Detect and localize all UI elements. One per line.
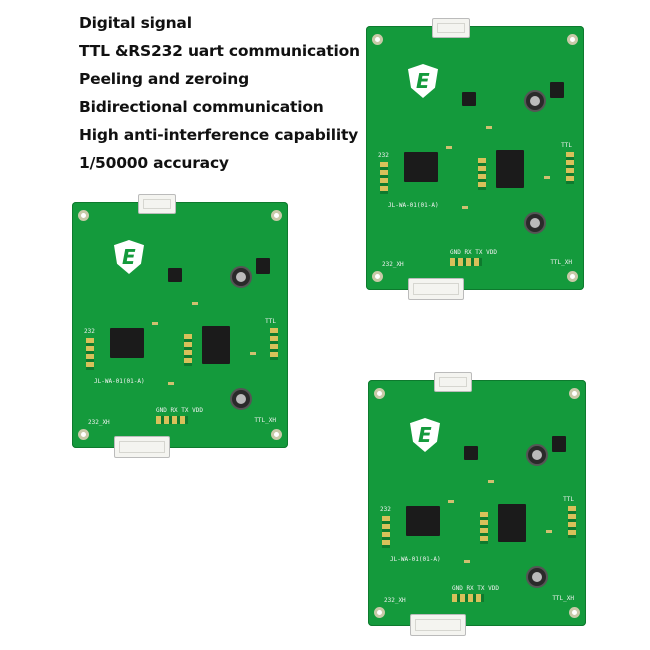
smd-component [462,206,468,209]
smd-component [168,382,174,385]
capacitor [526,566,548,588]
brand-logo [114,240,144,274]
silk-ttl: TTL [561,142,572,149]
feature-item: High anti-interference capability [79,126,359,144]
silk-pins: GND RX TX VDD [156,407,203,414]
feature-item: Bidirectional communication [79,98,324,116]
bottom-connector [410,614,466,636]
pin-header [184,334,192,366]
capacitor [230,388,252,410]
ic-chip [110,325,144,361]
pin-header [156,416,188,424]
mounting-hole [271,210,282,221]
feature-list: Digital signal TTL &RS232 uart communica… [79,9,360,177]
ic-chip [256,255,270,277]
mounting-hole [372,34,383,45]
pin-header [568,506,576,538]
mounting-hole [567,34,578,45]
ic-chip [550,79,564,101]
ic-chip [498,501,526,545]
brand-logo [408,64,438,98]
silk-ttl: TTL [563,496,574,503]
capacitor [526,444,548,466]
smd-component [448,500,454,503]
brand-logo [410,418,440,452]
smd-component [546,530,552,533]
pin-header [480,512,488,544]
pin-header [452,594,484,602]
ic-chip [464,443,478,463]
feature-item: TTL &RS232 uart communication [79,42,360,60]
capacitor [230,266,252,288]
pcb-board: TTL 232 JL-WA-01(01-A) GND RX TX VDD TTL… [366,18,584,300]
smd-component [464,560,470,563]
pin-header [380,162,388,194]
mounting-hole [78,210,89,221]
silk-232-xh: 232_XH [382,261,404,268]
silk-pins: GND RX TX VDD [450,249,497,256]
mounting-hole [374,388,385,399]
pcb-board: TTL 232 JL-WA-01(01-A) GND RX TX VDD TTL… [72,194,288,458]
mounting-hole [78,429,89,440]
ic-chip [168,265,182,285]
silk-232-xh: 232_XH [384,597,406,604]
silk-232-xh: 232_XH [88,419,110,426]
bottom-connector [114,436,170,458]
smd-component [192,302,198,305]
mounting-hole [372,271,383,282]
smd-component [446,146,452,149]
silk-ttl: TTL [265,318,276,325]
bottom-connector [408,278,464,300]
pin-header [478,158,486,190]
ic-chip [462,89,476,109]
ic-chip [406,503,440,539]
smd-component [152,322,158,325]
top-connector [432,18,470,38]
top-connector [434,372,472,392]
ic-chip [552,433,566,455]
smd-component [544,176,550,179]
capacitor [524,90,546,112]
pin-header [382,516,390,548]
smd-component [486,126,492,129]
feature-item: 1/50000 accuracy [79,154,229,172]
ic-chip [202,323,230,367]
silk-232: 232 [84,328,95,335]
mounting-hole [567,271,578,282]
silk-ttl-xh: TTL_XH [550,259,572,266]
mounting-hole [271,429,282,440]
ic-chip [496,147,524,191]
mounting-hole [569,388,580,399]
feature-item: Digital signal [79,14,192,32]
pin-header [270,328,278,360]
mounting-hole [569,607,580,618]
silk-model: JL-WA-01(01-A) [390,556,441,563]
silk-ttl-xh: TTL_XH [254,417,276,424]
smd-component [250,352,256,355]
silk-model: JL-WA-01(01-A) [388,202,439,209]
pin-header [86,338,94,370]
pin-header [450,258,482,266]
silk-232: 232 [378,152,389,159]
silk-232: 232 [380,506,391,513]
capacitor [524,212,546,234]
smd-component [488,480,494,483]
pin-header [566,152,574,184]
ic-chip [404,149,438,185]
feature-item: Peeling and zeroing [79,70,249,88]
silk-model: JL-WA-01(01-A) [94,378,145,385]
pcb-board: TTL 232 JL-WA-01(01-A) GND RX TX VDD TTL… [368,372,586,636]
mounting-hole [374,607,385,618]
top-connector [138,194,176,214]
silk-ttl-xh: TTL_XH [552,595,574,602]
silk-pins: GND RX TX VDD [452,585,499,592]
